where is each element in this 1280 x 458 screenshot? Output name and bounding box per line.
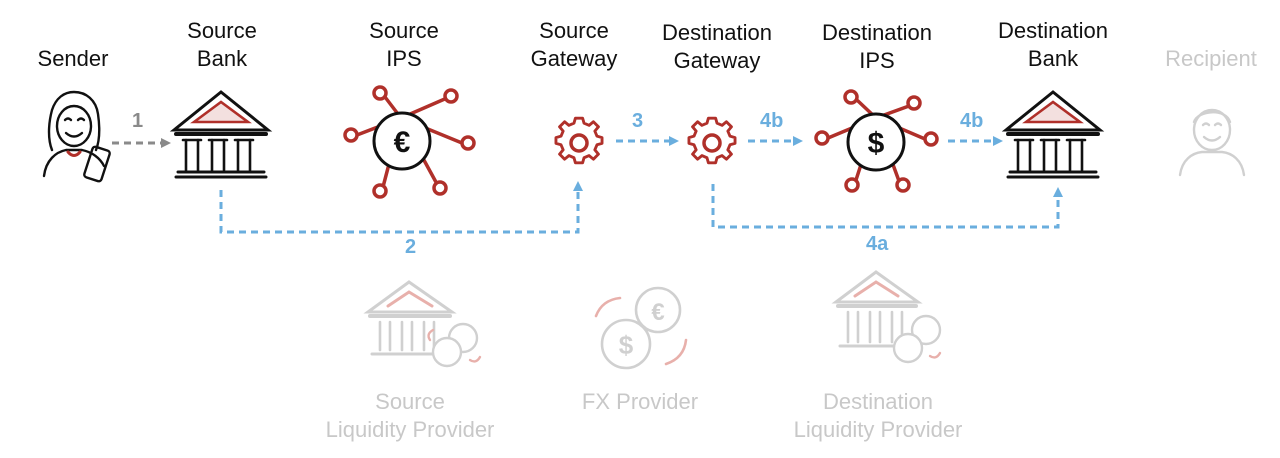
label-sender: Sender xyxy=(37,46,109,71)
label-fx-provider: FX Provider xyxy=(581,389,699,414)
step-3-label: 3 xyxy=(632,110,644,132)
source-gateway-gear-icon xyxy=(554,116,604,165)
label-destination-bank: Destination Bank xyxy=(997,18,1109,71)
svg-text:$: $ xyxy=(619,330,634,360)
label-recipient: Recipient xyxy=(1165,46,1257,71)
destination-gateway-gear-icon xyxy=(687,116,737,165)
euro-symbol: € xyxy=(394,126,411,159)
step-2-label: 2 xyxy=(405,236,417,258)
label-source-ips: Source IPS xyxy=(369,18,439,71)
step-1-label: 1 xyxy=(132,110,144,132)
label-destination-liquidity-provider: Destination Liquidity Provider xyxy=(793,389,963,442)
sender-icon xyxy=(42,90,111,183)
step-4b-bank-label: 4b xyxy=(960,110,984,132)
label-destination-gateway: Destination Gateway xyxy=(661,20,773,73)
destination-bank-icon xyxy=(1001,90,1105,179)
label-source-gateway: Source Gateway xyxy=(530,18,618,71)
destination-liquidity-provider-icon xyxy=(831,270,942,364)
destination-ips-icon: $ xyxy=(814,89,939,193)
fx-provider-icon: € $ xyxy=(594,286,688,370)
svg-text:€: € xyxy=(651,299,664,326)
dollar-symbol: $ xyxy=(868,127,885,160)
source-ips-icon: € xyxy=(343,85,476,199)
step-4a-label: 4a xyxy=(866,233,889,255)
recipient-icon xyxy=(1178,108,1246,177)
label-source-liquidity-provider: Source Liquidity Provider xyxy=(325,389,495,442)
arrow-4a xyxy=(711,184,1063,229)
label-source-bank: Source Bank xyxy=(187,18,257,71)
label-destination-ips: Destination IPS xyxy=(821,20,933,73)
arrow-2 xyxy=(219,181,583,234)
source-liquidity-provider-icon xyxy=(363,280,482,368)
step-4b-ips-label: 4b xyxy=(760,110,784,132)
source-bank-icon xyxy=(169,90,273,179)
